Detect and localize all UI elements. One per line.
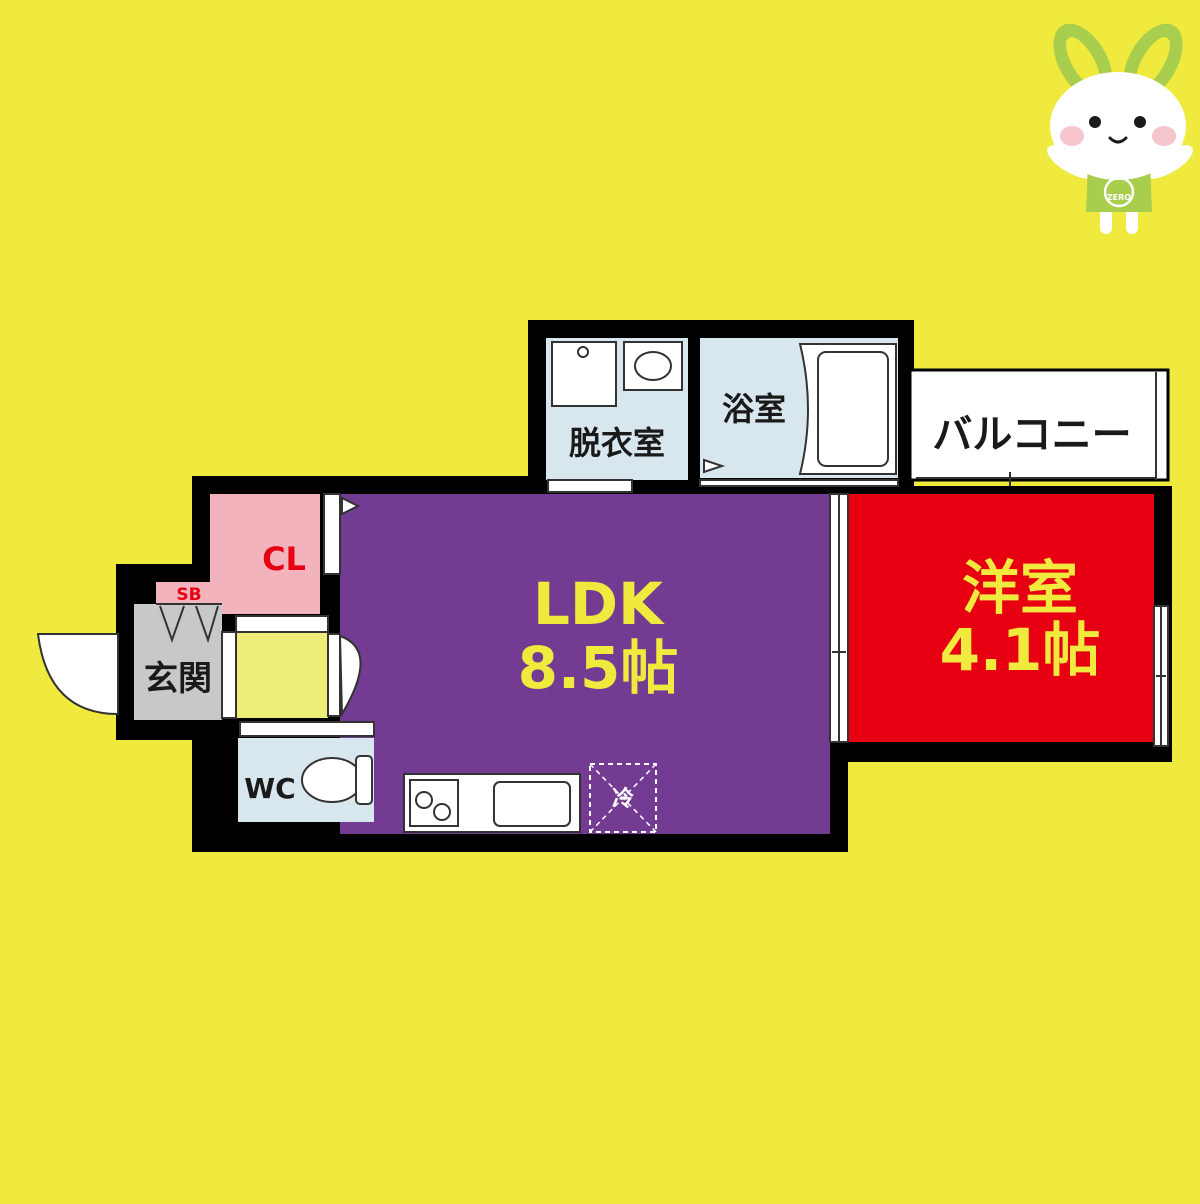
shoe-box-area	[156, 582, 222, 604]
washroom-threshold	[547, 479, 633, 493]
bathroom-label: 浴室	[722, 390, 786, 428]
mascot-icon: ZERO	[1047, 23, 1193, 234]
hallway-door-frame	[235, 615, 329, 633]
bathtub-inner	[817, 351, 889, 467]
western-room-area	[848, 494, 1154, 742]
fridge-label: 冷	[612, 786, 634, 812]
entrance-door	[36, 633, 119, 716]
toilet-door	[239, 721, 375, 737]
entrance-label: 玄関	[144, 659, 212, 699]
kitchen-sink	[493, 781, 571, 827]
ldk-door-marker	[341, 496, 361, 516]
burner-icon	[415, 791, 433, 809]
hallway-door-swing	[338, 634, 362, 718]
washbasin-bowl	[634, 351, 672, 381]
balcony-label: バルコニー	[932, 412, 1131, 458]
washroom-door	[703, 458, 726, 474]
closet-label: CL	[262, 540, 306, 578]
western-room-size: 4.1帖	[940, 616, 1101, 684]
fridge-space	[589, 763, 657, 833]
western-room-name: 洋室	[962, 554, 1078, 622]
closet-door	[323, 493, 341, 575]
shoe-box-doors	[156, 603, 222, 644]
shoe-box-label: SB	[176, 585, 201, 605]
balcony-area	[908, 368, 1170, 482]
burner-icon	[433, 803, 451, 821]
hallway-area	[236, 632, 328, 718]
bath-threshold	[699, 479, 899, 487]
toilet-tank	[355, 755, 373, 805]
ldk-name: LDK	[533, 570, 665, 638]
hallway-door-panel	[327, 633, 341, 717]
closet-area	[210, 494, 320, 614]
washroom-label: 脱衣室	[569, 424, 665, 462]
fridge-diagonal	[589, 763, 657, 833]
entrance-step	[221, 631, 237, 719]
drain-icon	[577, 346, 589, 358]
toilet-label: WC	[244, 772, 295, 805]
ldk-size: 8.5帖	[518, 634, 679, 702]
toilet-bowl	[301, 757, 363, 803]
mascot-badge: ZERO	[1107, 193, 1131, 202]
